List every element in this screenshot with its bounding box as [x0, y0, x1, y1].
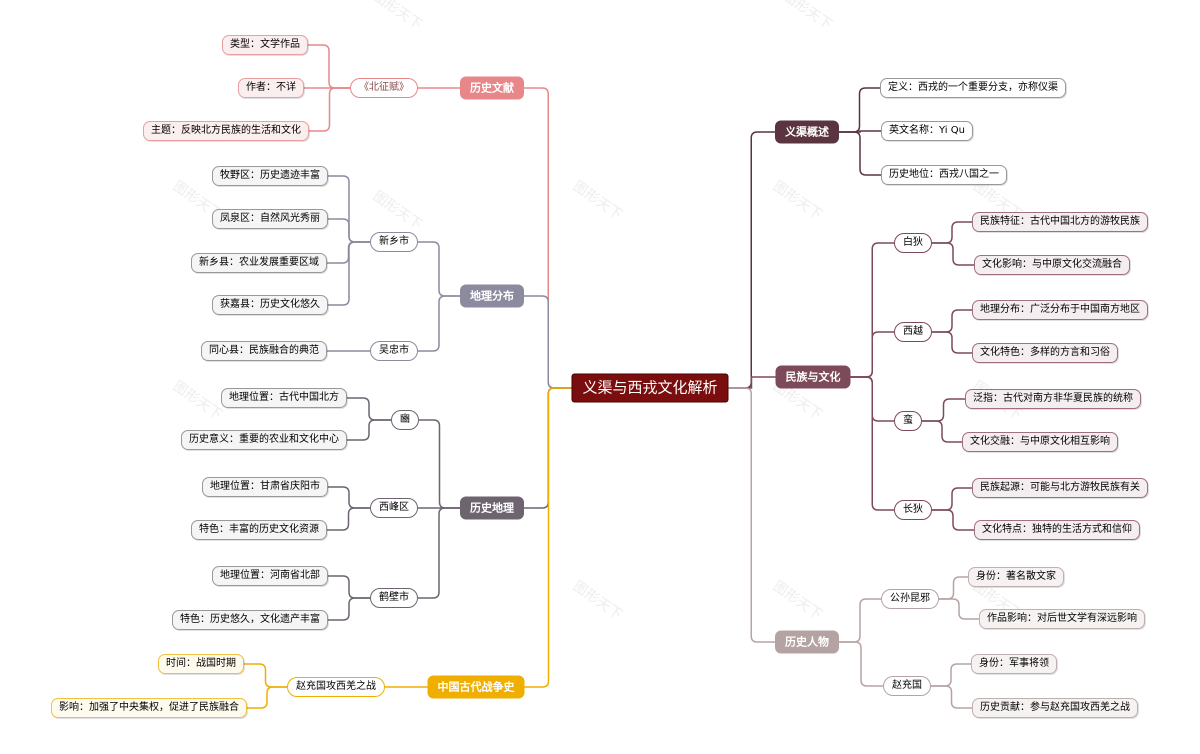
connector-line	[839, 598, 881, 643]
leaf-baidi-feature[interactable]: 民族特征：古代中国北方的游牧民族	[972, 212, 1148, 232]
connector-line	[932, 309, 972, 333]
leaf-bin-significance[interactable]: 历史意义：重要的农业和文化中心	[181, 430, 347, 450]
connector-line	[247, 686, 287, 709]
connector-line	[932, 487, 972, 511]
connector-line	[850, 331, 894, 378]
connector-line	[939, 576, 968, 600]
connector-line	[932, 242, 974, 266]
connector-line	[347, 419, 391, 441]
subtopic-bin[interactable]: 豳	[391, 410, 419, 430]
leaf-xiyue-culture[interactable]: 文化特色：多样的方言和习俗	[972, 343, 1118, 363]
topic-lishi-wenxian[interactable]: 历史文献	[460, 76, 524, 100]
subtopic-man[interactable]: 蛮	[894, 411, 922, 431]
connector-line	[727, 376, 776, 389]
connector-line	[524, 295, 573, 389]
leaf-man-exchange[interactable]: 文化交融：与中原文化相互影响	[962, 432, 1118, 452]
connector-line	[308, 44, 350, 89]
topic-minzu-wenhua[interactable]: 民族与文化	[775, 365, 851, 389]
subtopic-zhaochongguo-battle[interactable]: 赵充国攻西羌之战	[287, 677, 385, 697]
leaf-zhao-contribution[interactable]: 历史贡献：参与赵充国攻西羌之战	[972, 698, 1138, 718]
connector-line	[524, 387, 573, 688]
leaf-xifeng-location[interactable]: 地理位置：甘肃省庆阳市	[202, 477, 328, 497]
leaf-hebi-feature[interactable]: 特色：历史悠久，文化遗产丰富	[172, 610, 328, 630]
connector-line	[839, 87, 880, 133]
connector-line	[347, 397, 391, 421]
leaf-xiyue-distribution[interactable]: 地理分布：广泛分布于中国南方地区	[972, 300, 1148, 320]
connector-line	[244, 663, 287, 688]
connector-line	[418, 241, 460, 297]
leaf-english-name[interactable]: 英文名称：Yi Qu	[881, 121, 973, 141]
topic-lishi-dili[interactable]: 历史地理	[460, 496, 524, 520]
connector-line	[418, 295, 460, 352]
subtopic-hebi[interactable]: 鹤壁市	[370, 588, 418, 608]
subtopic-beizhengfu[interactable]: 《北征赋》	[350, 78, 418, 98]
connector-line	[418, 507, 460, 599]
leaf-xifeng-feature[interactable]: 特色：丰富的历史文化资源	[191, 520, 327, 540]
leaf-zhao-identity[interactable]: 身份：军事将领	[971, 654, 1057, 674]
leaf-tongxin[interactable]: 同心县：民族融合的典范	[201, 341, 327, 361]
leaf-author[interactable]: 作者：不详	[238, 78, 304, 98]
connector-line	[727, 131, 775, 389]
leaf-bin-location[interactable]: 地理位置：古代中国北方	[221, 388, 347, 408]
connector-line	[327, 507, 370, 531]
connector-line	[839, 641, 883, 687]
topic-yiqu-gaishu[interactable]: 义渠概述	[775, 120, 839, 144]
leaf-gongsun-identity[interactable]: 身份：著名散文家	[968, 567, 1064, 587]
connector-line	[932, 331, 972, 354]
leaf-type[interactable]: 类型：文学作品	[222, 35, 308, 55]
leaf-muye[interactable]: 牧野区：历史遗迹丰富	[212, 166, 328, 186]
connector-line	[939, 598, 979, 620]
leaf-xinxiangxian[interactable]: 新乡县：农业发展重要区域	[191, 253, 327, 273]
subtopic-zhaochongguo[interactable]: 赵充国	[883, 676, 931, 696]
connector-line	[727, 387, 775, 643]
subtopic-xiyue[interactable]: 西越	[894, 322, 932, 342]
subtopic-xinxiang[interactable]: 新乡市	[370, 232, 418, 252]
subtopic-wuzhong[interactable]: 吴忠市	[370, 341, 418, 361]
subtopic-changdi[interactable]: 长狄	[894, 500, 932, 520]
root-topic[interactable]: 义渠与西戎文化解析	[572, 374, 728, 402]
subtopic-xifeng[interactable]: 西峰区	[370, 498, 418, 518]
leaf-status[interactable]: 历史地位：西戎八国之一	[881, 165, 1007, 185]
connector-line	[850, 376, 894, 511]
connector-line	[419, 419, 460, 509]
connector-line	[328, 218, 370, 243]
leaf-influence[interactable]: 影响：加强了中央集权，促进了民族融合	[51, 698, 247, 718]
subtopic-baidi[interactable]: 白狄	[894, 233, 932, 253]
leaf-fengquan[interactable]: 凤泉区：自然风光秀丽	[212, 209, 328, 229]
connector-line	[931, 663, 971, 687]
topic-lishi-renwu[interactable]: 历史人物	[775, 630, 839, 654]
leaf-huojia[interactable]: 获嘉县：历史文化悠久	[212, 295, 328, 315]
topic-dili-fenbu[interactable]: 地理分布	[460, 284, 524, 308]
connector-line	[922, 398, 965, 422]
topic-zhanzheng[interactable]: 中国古代战争史	[427, 675, 525, 699]
leaf-changdi-feature[interactable]: 文化特点：独特的生活方式和信仰	[974, 520, 1140, 540]
connector-line	[931, 685, 972, 709]
connector-line	[328, 575, 370, 599]
leaf-hebi-location[interactable]: 地理位置：河南省北部	[212, 566, 328, 586]
connector-line	[328, 486, 370, 509]
leaf-definition[interactable]: 定义：西戎的一个重要分支，亦称仪渠	[880, 78, 1066, 98]
connector-line	[309, 87, 350, 132]
leaf-theme[interactable]: 主题：反映北方民族的生活和文化	[143, 121, 309, 141]
leaf-time[interactable]: 时间：战国时期	[158, 654, 244, 674]
connector-line	[328, 597, 370, 621]
leaf-changdi-origin[interactable]: 民族起源：可能与北方游牧民族有关	[972, 478, 1148, 498]
connector-line	[932, 221, 972, 244]
leaf-man-general[interactable]: 泛指：古代对南方非华夏民族的统称	[965, 389, 1141, 409]
connector-line	[839, 131, 881, 176]
leaf-baidi-influence[interactable]: 文化影响：与中原文化交流融合	[974, 255, 1130, 275]
connector-line	[932, 509, 974, 531]
leaf-gongsun-works[interactable]: 作品影响：对后世文学有深远影响	[979, 609, 1145, 629]
connector-line	[922, 420, 962, 443]
connector-line	[328, 241, 370, 306]
subtopic-gongsun-kunye[interactable]: 公孙昆邪	[881, 589, 939, 609]
